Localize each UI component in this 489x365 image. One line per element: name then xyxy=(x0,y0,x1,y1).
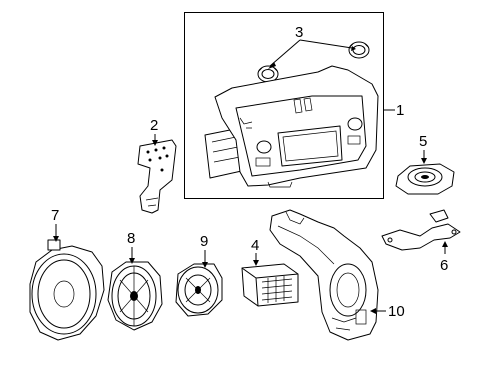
amplifier xyxy=(241,263,299,307)
knob-right xyxy=(348,41,370,59)
leader-lines xyxy=(53,39,448,314)
callout-4: 4 xyxy=(251,237,259,254)
subwoofer-enclosure xyxy=(269,209,379,341)
callout-5: 5 xyxy=(419,133,427,150)
small-speaker xyxy=(175,263,223,317)
mounting-bracket xyxy=(137,139,177,214)
callout-6: 6 xyxy=(440,257,448,274)
tweeter-speaker xyxy=(395,163,455,195)
callout-8: 8 xyxy=(127,230,135,247)
door-speaker-large xyxy=(29,239,105,341)
radio-head-unit xyxy=(204,65,379,188)
callout-7: 7 xyxy=(51,207,59,224)
tweeter-bracket xyxy=(381,209,461,251)
callout-9: 9 xyxy=(200,233,208,250)
callout-1: 1 xyxy=(396,102,404,119)
callout-10: 10 xyxy=(388,303,405,320)
callout-3: 3 xyxy=(295,24,303,41)
mid-speaker xyxy=(107,261,163,331)
callout-2: 2 xyxy=(150,117,158,134)
assembly-box xyxy=(184,12,384,199)
knob-left xyxy=(257,65,279,83)
